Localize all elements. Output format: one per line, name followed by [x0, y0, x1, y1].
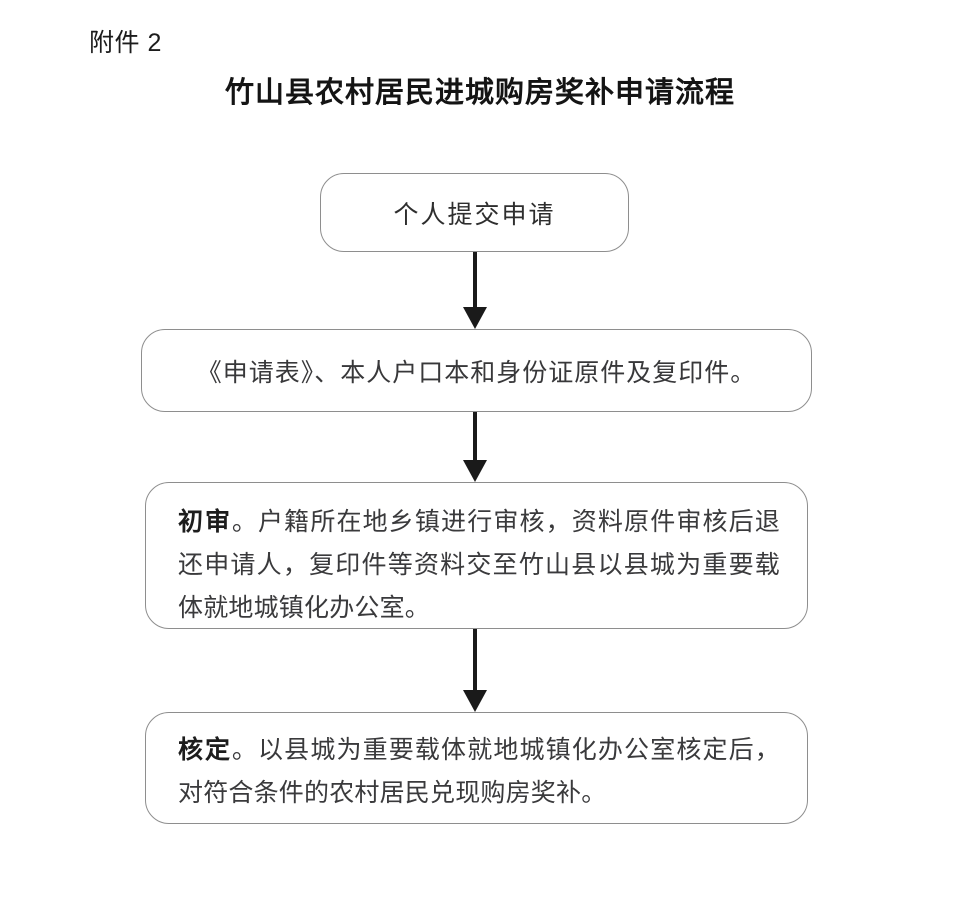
- flow-node-body-text: 。以县城为重要载体就地城镇化办公室核定后，对符合条件的农村居民兑现购房奖补。: [178, 737, 780, 807]
- arrow-head-icon: [463, 690, 487, 712]
- flow-connector-arrow-1: [463, 252, 487, 329]
- flow-node-label: 个人提交申请: [393, 201, 556, 229]
- flow-node-lead-label: 初审: [178, 509, 232, 536]
- page-title: 竹山县农村居民进城购房奖补申请流程: [224, 77, 735, 109]
- flow-connector-arrow-3: [463, 629, 487, 712]
- flow-node-verification: 核定。以县城为重要载体就地城镇化办公室核定后，对符合条件的农村居民兑现购房奖补。: [145, 712, 808, 824]
- arrow-shaft: [473, 629, 477, 692]
- arrow-shaft: [473, 412, 477, 462]
- flow-node-preliminary-review: 初审。户籍所在地乡镇进行审核，资料原件审核后退还申请人，复印件等资料交至竹山县以…: [145, 482, 808, 629]
- flow-node-paragraph: 核定。以县城为重要载体就地城镇化办公室核定后，对符合条件的农村居民兑现购房奖补。: [178, 729, 780, 815]
- flow-node-lead-label: 核定: [178, 737, 232, 764]
- flow-node-paragraph: 初审。户籍所在地乡镇进行审核，资料原件审核后退还申请人，复印件等资料交至竹山县以…: [178, 501, 780, 630]
- arrow-head-icon: [463, 307, 487, 329]
- flow-connector-arrow-2: [463, 412, 487, 482]
- flow-node-required-materials: 《申请表》、本人户口本和身份证原件及复印件。: [141, 329, 812, 412]
- flow-node-submit-application: 个人提交申请: [320, 173, 629, 252]
- flow-node-label: 《申请表》、本人户口本和身份证原件及复印件。: [196, 359, 757, 387]
- arrow-shaft: [473, 252, 477, 309]
- attachment-label: 附件 2: [89, 29, 162, 57]
- arrow-head-icon: [463, 460, 487, 482]
- flow-node-body-text: 。户籍所在地乡镇进行审核，资料原件审核后退还申请人，复印件等资料交至竹山县以县城…: [178, 509, 780, 622]
